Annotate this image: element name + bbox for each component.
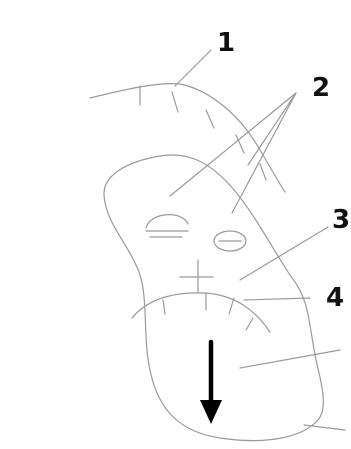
lower-arc-tick — [163, 300, 165, 314]
label-4: 4 — [326, 283, 344, 313]
leader-line-1 — [175, 50, 211, 86]
arc-tick — [206, 110, 214, 128]
lower-arc — [132, 293, 270, 332]
right-eye — [214, 231, 246, 251]
leader-line-3 — [240, 227, 328, 280]
leader-line-2c — [248, 93, 296, 165]
leader-line-2a — [170, 93, 296, 196]
center-cross — [180, 260, 213, 292]
left-eye — [146, 215, 188, 237]
arc-tick — [236, 135, 244, 153]
label-2: 2 — [312, 73, 330, 103]
arc-tick — [172, 92, 178, 112]
upper-arc — [90, 84, 285, 192]
label-1: 1 — [217, 28, 235, 58]
leader-line-2b — [232, 93, 296, 213]
label-3: 3 — [332, 205, 350, 235]
leader-line-4 — [244, 298, 310, 300]
lower-arc-tick — [229, 298, 234, 314]
leader-line-5 — [240, 350, 340, 368]
lower-arc-tick — [246, 318, 253, 330]
downward-arrow — [200, 342, 222, 424]
arc-tick — [260, 164, 266, 180]
body-outline — [104, 155, 323, 441]
